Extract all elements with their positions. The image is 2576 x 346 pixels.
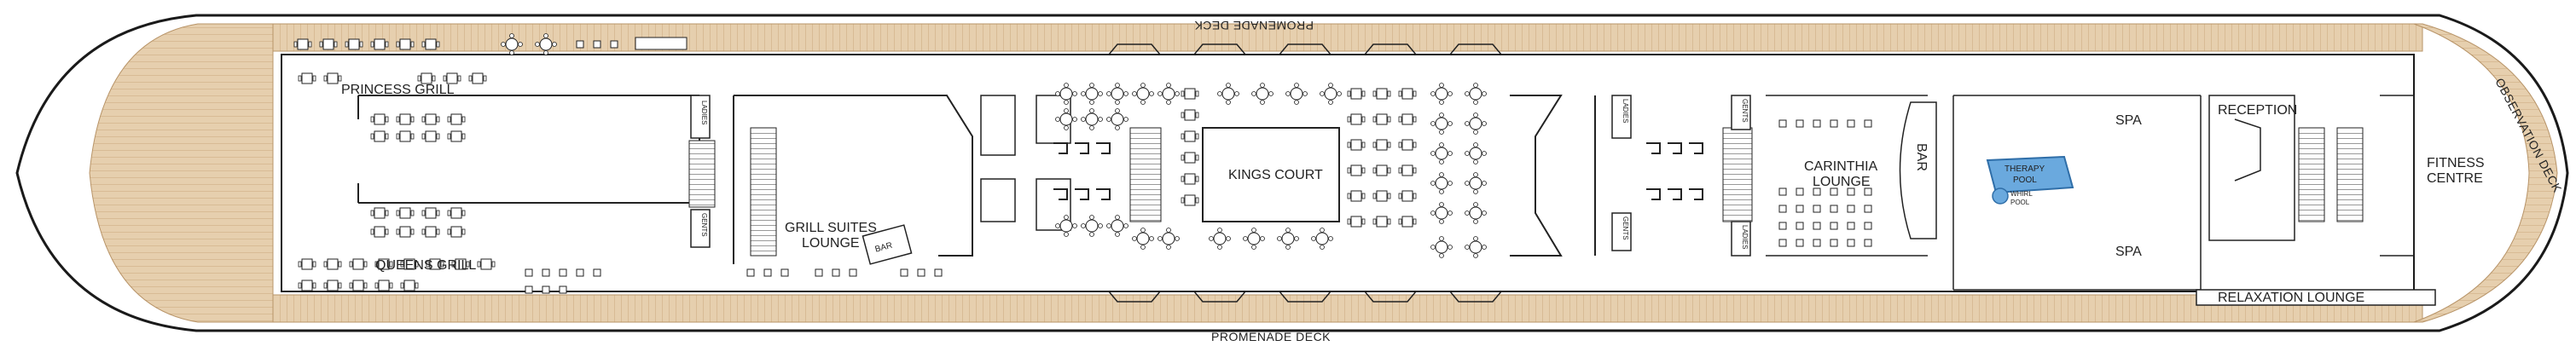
spa-bottom-label: SPA bbox=[2115, 245, 2142, 259]
carinthia-label: CARINTHIA bbox=[1804, 159, 1878, 174]
bay-windows bbox=[1108, 43, 1502, 303]
promenade-deck-top-label: PROMENADE DECK bbox=[1194, 19, 1314, 32]
relaxation-lounge-label: RELAXATION LOUNGE bbox=[2218, 291, 2364, 305]
ladies-restroom-3: LADIES bbox=[1741, 225, 1749, 249]
grill-suites-label: GRILL SUITES bbox=[785, 221, 877, 235]
grill-suites-lounge-label: LOUNGE bbox=[802, 236, 860, 251]
observation-deck bbox=[2413, 23, 2558, 323]
relaxation-lounge bbox=[2196, 289, 2436, 306]
promenade-deck-top bbox=[272, 23, 2423, 52]
grill-suites-lounge-area bbox=[733, 95, 973, 277]
gents-restroom-1: GENTS bbox=[700, 213, 708, 237]
reception-label: RECEPTION bbox=[2218, 103, 2297, 118]
kings-court-area bbox=[1036, 83, 1487, 258]
whirl-pool bbox=[1992, 187, 2009, 205]
aft-deck bbox=[89, 23, 274, 323]
spa-area bbox=[1952, 95, 2202, 291]
fitness-centre-label: CENTRE bbox=[2427, 171, 2483, 186]
carinthia-lounge-label: LOUNGE bbox=[1813, 175, 1871, 189]
promenade-deck-bottom-label: PROMENADE DECK bbox=[1211, 330, 1331, 343]
princess-grill-label: PRINCESS GRILL bbox=[341, 83, 455, 97]
ladies-restroom-2: LADIES bbox=[1622, 99, 1629, 123]
fitness-label: FITNESS bbox=[2427, 156, 2485, 170]
therapy-pool-label: POOL bbox=[2013, 176, 2037, 185]
ladies-restroom-1: LADIES bbox=[700, 101, 708, 124]
therapy-label: THERAPY bbox=[2005, 164, 2045, 174]
gents-restroom-3: GENTS bbox=[1741, 99, 1749, 123]
reception-area bbox=[2208, 95, 2325, 241]
spa-top-label: SPA bbox=[2115, 113, 2142, 128]
stairwell-left bbox=[688, 140, 716, 208]
bar-right-label: BAR bbox=[1914, 143, 1929, 171]
queens-grill-label: QUEENS GRILL bbox=[375, 258, 476, 273]
bar-left-label: BAR bbox=[874, 241, 894, 255]
gents-restroom-2: GENTS bbox=[1622, 216, 1629, 240]
carinthia-lounge-area bbox=[1766, 95, 1937, 257]
whirl-label: WHIRL bbox=[2010, 190, 2033, 198]
promenade-deck-bottom bbox=[272, 294, 2423, 323]
kings-court-label: KINGS COURT bbox=[1228, 168, 1323, 182]
whirl-pool-label: POOL bbox=[2010, 199, 2030, 206]
therapy-pool bbox=[1986, 155, 2074, 194]
